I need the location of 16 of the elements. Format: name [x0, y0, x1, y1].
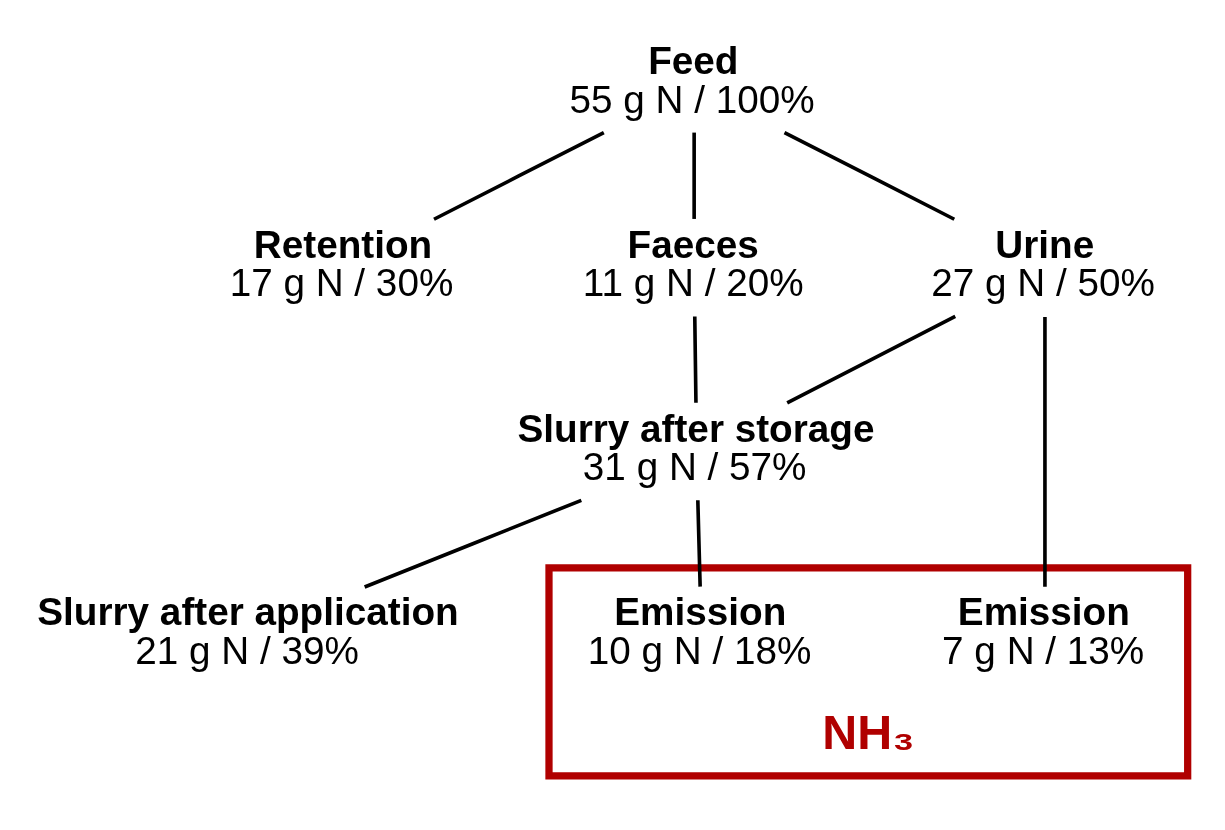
node-text: Emission 7 g N / 13% [942, 589, 1145, 672]
connector [783, 130, 956, 221]
node-text: Slurry after application 21 g N / 39% [37, 589, 459, 672]
node-text: Urine 27 g N / 50% [931, 222, 1155, 304]
connector [363, 498, 582, 589]
connector [1043, 316, 1047, 587]
connector [692, 132, 696, 219]
connector [696, 499, 702, 587]
node-text: Feed 55 g N / 100% [569, 38, 815, 121]
node-text: Retention 17 g N / 30% [229, 222, 454, 304]
connector [433, 130, 605, 221]
connector [786, 314, 957, 404]
node-text: Emission 10 g N / 18% [587, 589, 812, 672]
node-text: Slurry after storage 31 g N / 57% [517, 406, 875, 488]
node-text: Faeces 11 g N / 20% [582, 222, 804, 304]
connector [692, 315, 698, 403]
